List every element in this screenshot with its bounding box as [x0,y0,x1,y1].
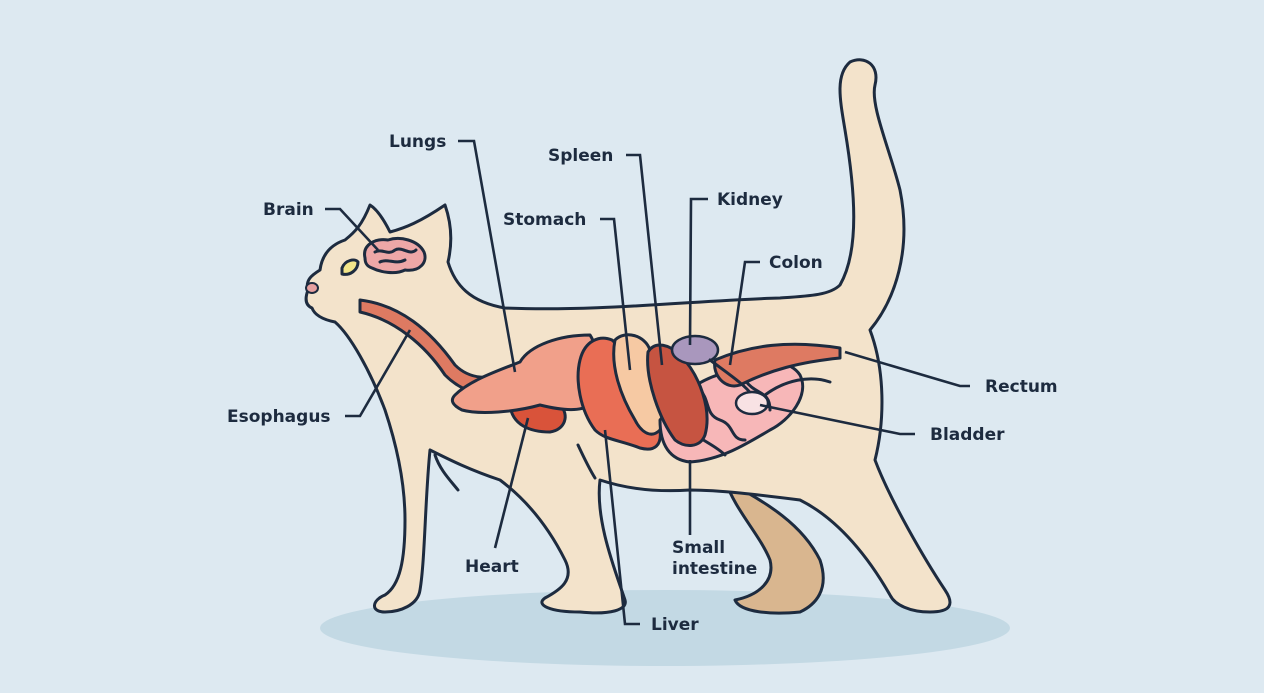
nose [305,282,319,294]
leader-rectum [844,350,970,388]
label-small-intestine-line1: Small [672,538,725,558]
leader-brain [325,207,379,251]
label-lungs: Lungs [389,132,446,152]
leader-liver [603,429,640,626]
leader-spleen [626,153,664,366]
leader-lungs [458,139,517,373]
eye [340,258,360,276]
label-rectum: Rectum [985,377,1058,397]
front-leg-line [433,453,460,492]
front-leg-line-2 [576,443,597,480]
label-esophagus: Esophagus [227,407,331,427]
bladder [734,390,770,416]
label-liver: Liver [651,615,699,635]
label-heart: Heart [465,557,519,577]
inner-hind-leg [723,478,825,615]
leader-stomach [600,217,632,371]
label-bladder: Bladder [930,425,1005,445]
leader-bladder [759,403,915,436]
label-stomach: Stomach [503,210,586,230]
label-colon: Colon [769,253,823,273]
leader-esophagus [345,329,412,418]
leader-kidney [688,197,708,346]
leader-colon [728,260,760,366]
brain [363,237,427,275]
label-kidney: Kidney [717,190,783,210]
leader-heart [493,417,530,549]
label-spleen: Spleen [548,146,613,166]
kidney [670,334,720,366]
label-small-intestine-line2: intestine [672,559,757,579]
label-brain: Brain [263,200,314,220]
ground-shadow [320,590,1010,666]
colon [713,342,842,388]
